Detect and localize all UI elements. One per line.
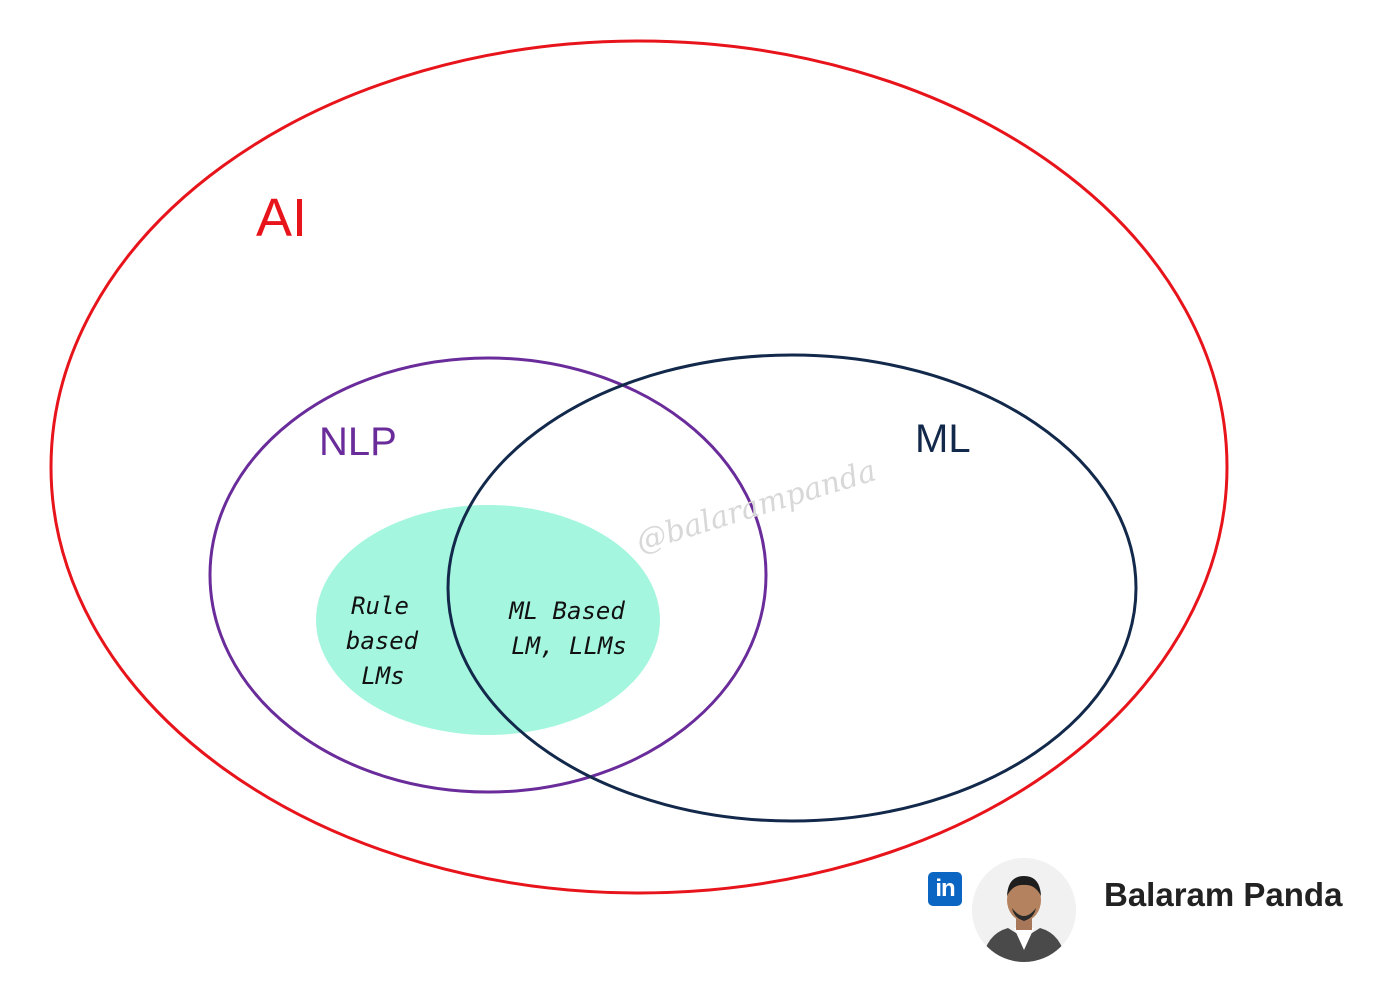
nlp-label: NLP <box>319 420 397 464</box>
rule-based-label-line-3: LMs <box>361 662 404 690</box>
ml-label: ML <box>915 417 971 461</box>
watermark: @balarampanda <box>632 453 880 559</box>
lm-set-ellipse <box>316 505 660 735</box>
avatar <box>972 858 1076 962</box>
ai-label: AI <box>256 188 307 248</box>
ml-based-label-line-2: LM, LLMs <box>511 632 627 660</box>
ml-based-label-line-1: ML Based <box>508 597 625 625</box>
linkedin-icon[interactable]: in <box>928 872 962 906</box>
ml-set-ellipse <box>446 353 1138 823</box>
ai-set-ellipse <box>49 39 1229 895</box>
nlp-set-ellipse <box>208 356 768 794</box>
author-credit: in Balaram Panda <box>924 858 1394 968</box>
rule-based-label-line-1: Rule <box>351 592 409 620</box>
rule-based-label-line-2: based <box>346 627 419 655</box>
author-name: Balaram Panda <box>1104 876 1343 913</box>
person-icon <box>972 858 1076 962</box>
